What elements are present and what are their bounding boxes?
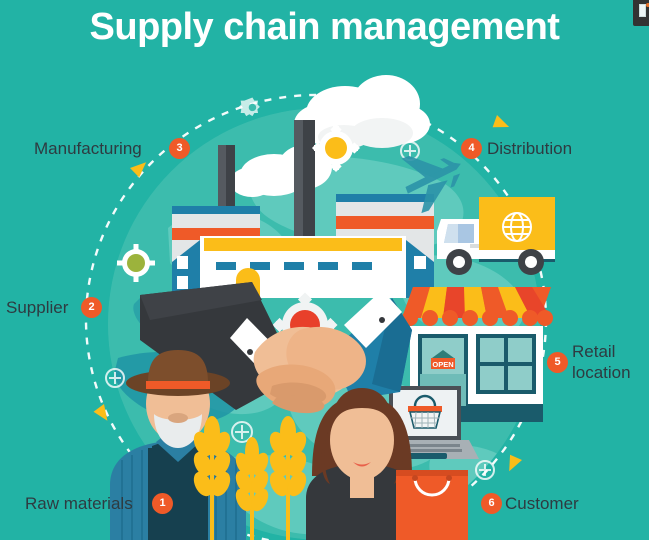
step-label-retail-location: Retail location [572,341,631,383]
globe-continents [108,108,540,540]
page-title: Supply chain management [89,6,560,48]
step-label-distribution: Distribution [487,139,573,158]
step-label-raw-materials: Raw materials [25,494,133,513]
step-badge-1: 1 [152,493,173,514]
step-label-retail-line2: location [572,363,631,382]
step-badge-2: 2 [81,297,102,318]
step-label-retail-line1: Retail [572,342,616,361]
step-badge-3: 3 [169,138,190,159]
step-label-supplier: Supplier [6,298,69,317]
chip-dot-icon [646,3,649,7]
step-label-customer: Customer [505,494,579,513]
step-label-manufacturing: Manufacturing [34,139,142,158]
step-badge-5: 5 [547,352,568,373]
step-badge-4: 4 [461,138,482,159]
chip-document-icon [639,4,646,17]
notification-chip[interactable] [633,0,649,26]
step-badge-6: 6 [481,493,502,514]
globe-backdrop [108,108,540,540]
